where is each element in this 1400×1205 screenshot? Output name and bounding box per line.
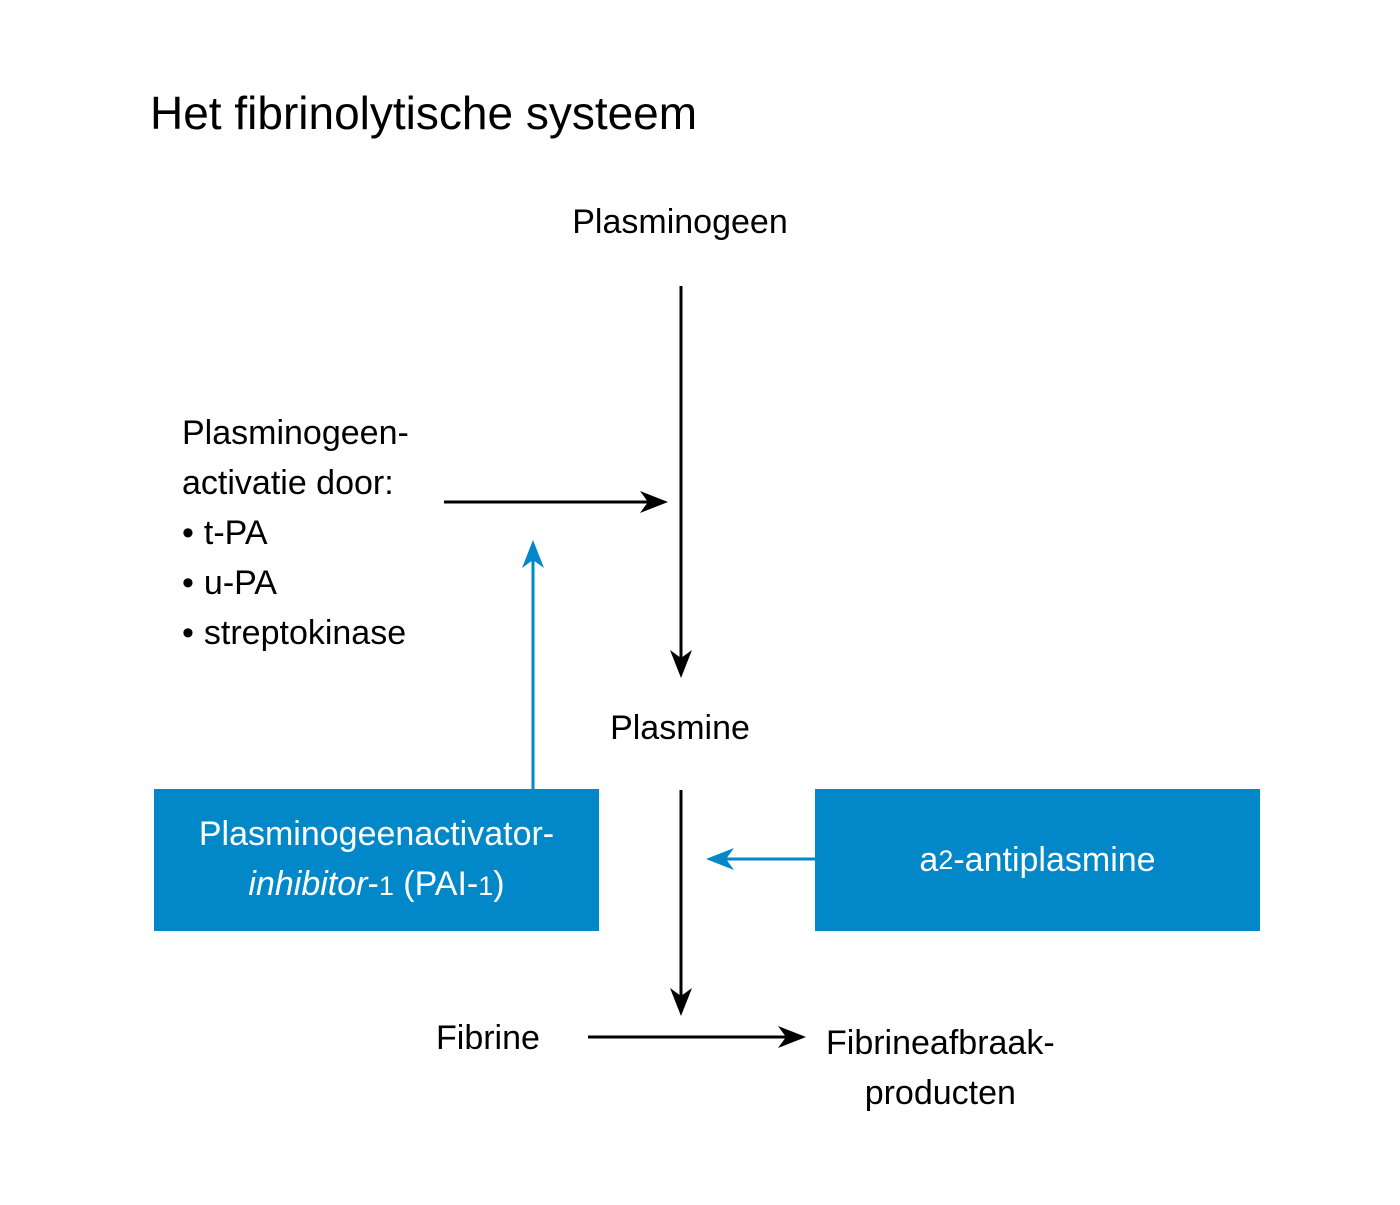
pai-dash: - (367, 865, 379, 903)
activation-line2: activatie door: (182, 464, 394, 502)
pai-line2: inhibitor-1 (PAI-1) (248, 859, 504, 911)
arrow-fibrin-to-fdp (588, 1026, 806, 1048)
diagram-title: Het fibrinolytische systeem (150, 87, 698, 139)
node-fibrin-degradation-products: Fibrineafbraak- producten (826, 1018, 1055, 1118)
arrow-pai-inhibition (522, 540, 544, 789)
activator-item-streptokinase: streptokinase (182, 608, 409, 658)
a2-prefix: a (919, 841, 939, 879)
pai-box: Plasminogeenactivator- inhibitor-1 (PAI-… (154, 789, 599, 931)
fdp-line2: producten (864, 1074, 1016, 1112)
pai-paren-open: (PAI- (393, 865, 479, 903)
pai-line1: Plasminogeenactivator- (198, 815, 555, 853)
activator-list: t-PA u-PA streptokinase (182, 508, 409, 658)
a2-suffix: -antiplasmine (953, 841, 1156, 879)
activation-label: Plasminogeen- activatie door: t-PA u-PA … (182, 408, 409, 658)
arrow-plasmin-to-fibrin (670, 790, 692, 1016)
activator-item-tpa: t-PA (182, 508, 409, 558)
arrow-a2-inhibition (706, 848, 815, 870)
arrow-activation-to-pathway (444, 491, 668, 513)
activator-item-upa: u-PA (182, 558, 409, 608)
pai-paren-close: ) (493, 865, 505, 903)
fdp-line1: Fibrineafbraak- (826, 1024, 1055, 1062)
node-plasminogen: Plasminogeen (572, 203, 788, 241)
pai-sub2: 1 (478, 871, 494, 901)
node-plasmin: Plasmine (610, 709, 750, 747)
node-fibrin: Fibrine (436, 1019, 540, 1057)
pai-sub1: 1 (378, 871, 394, 901)
pai-italic: inhibitor (248, 865, 368, 903)
a2-sub: 2 (938, 845, 954, 875)
activation-line1: Plasminogeen- (182, 414, 409, 452)
arrow-plasminogen-to-plasmin (670, 286, 692, 678)
